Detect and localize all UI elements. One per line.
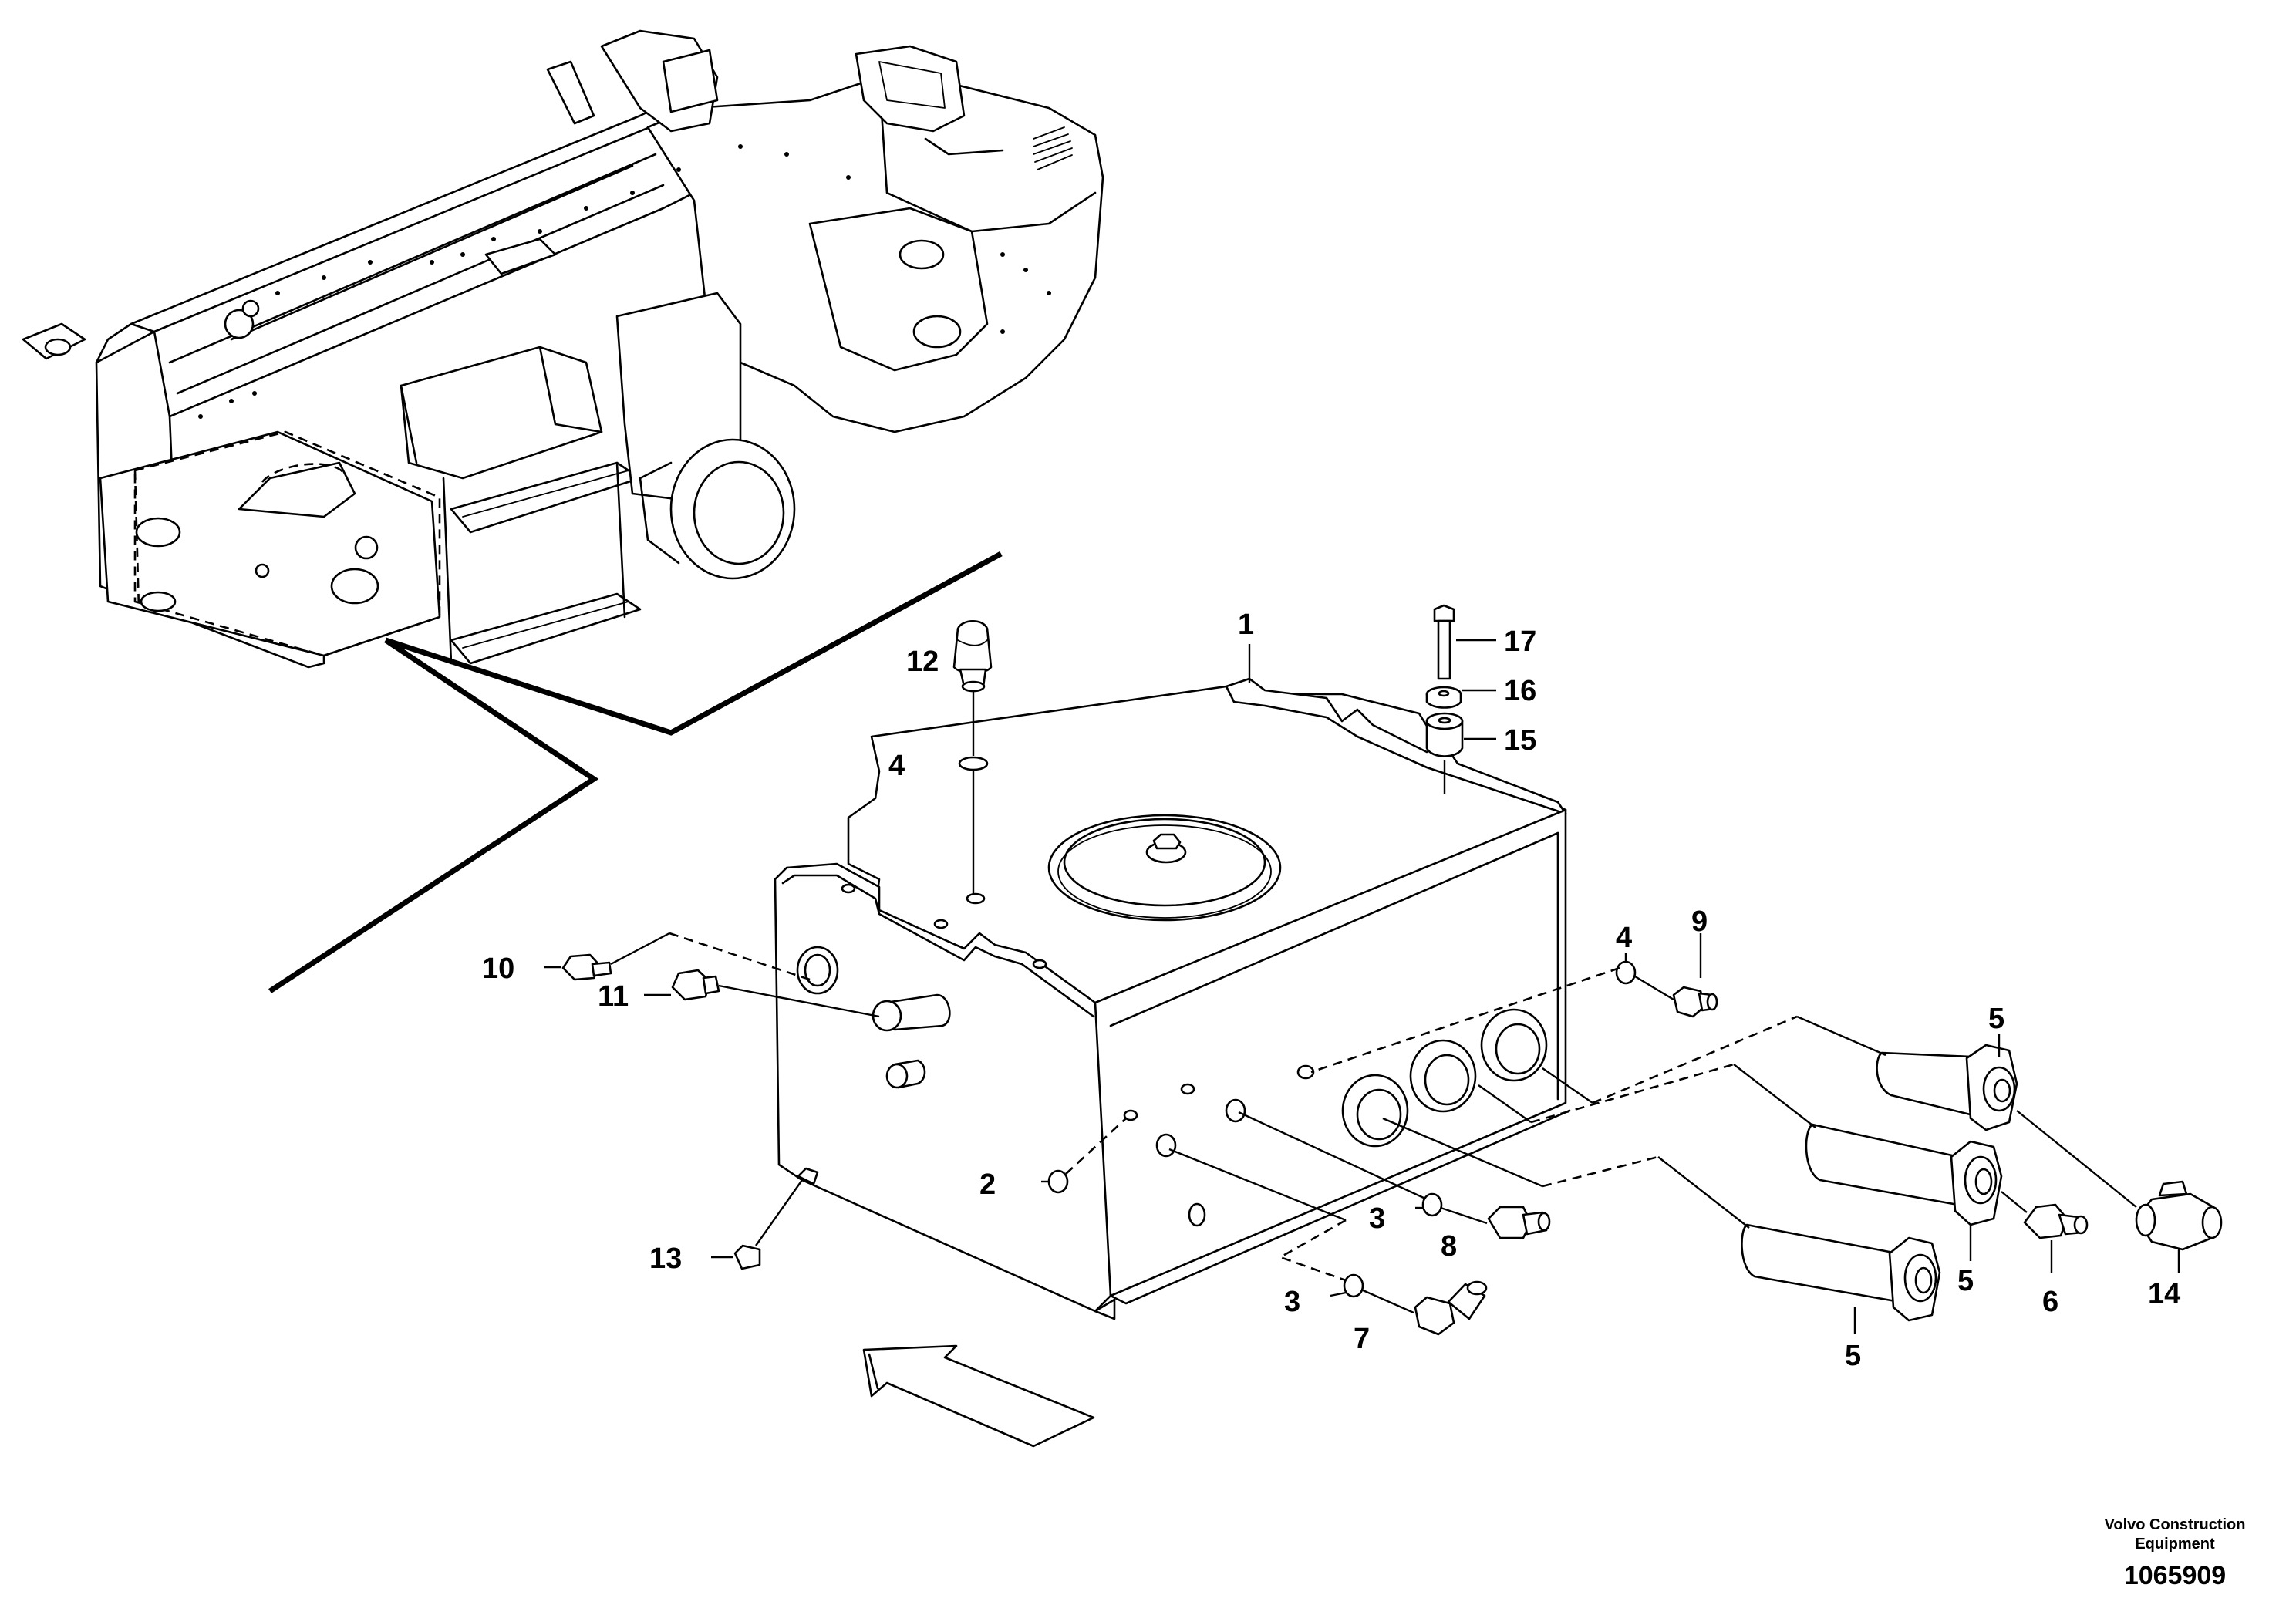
bolt-part-17 (1433, 604, 1455, 680)
plug-part-11 (671, 969, 720, 1001)
fitting-part-8 (1487, 1206, 1551, 1239)
strainer-part-5-lower (1741, 1223, 1941, 1322)
oring-part-3-lower (1343, 1273, 1364, 1298)
zoom-connector-lines (268, 551, 1003, 993)
brand-line-2: Equipment (2135, 1536, 2215, 1553)
callout-5a: 5 (1988, 1003, 2004, 1035)
drawing-number: 1065909 (2124, 1561, 2226, 1590)
machine-frame-illustration (22, 29, 1104, 669)
callout-2: 2 (979, 1168, 996, 1201)
callout-17: 17 (1504, 626, 1536, 658)
callout-8: 8 (1441, 1230, 1457, 1263)
callout-16: 16 (1504, 675, 1536, 707)
callout-1: 1 (1238, 609, 1254, 641)
callout-12: 12 (906, 646, 939, 678)
fitting-part-9 (1672, 986, 1718, 1018)
tee-part-14 (2135, 1180, 2223, 1251)
callout-4b: 4 (1616, 922, 1632, 954)
callout-labels: 1 2 3 3 4 4 5 5 5 6 7 8 9 10 11 12 13 14… (482, 609, 2180, 1372)
callout-13: 13 (649, 1243, 682, 1275)
sender-part-12 (952, 619, 993, 693)
callout-10: 10 (482, 953, 514, 985)
plug-part-10 (561, 953, 612, 981)
strainer-part-5-upper (1876, 1044, 2018, 1131)
washer-part-16 (1425, 686, 1462, 709)
callout-7: 7 (1354, 1323, 1370, 1355)
callout-6: 6 (2042, 1286, 2058, 1318)
callout-3b: 3 (1284, 1286, 1300, 1318)
callout-5b: 5 (1957, 1265, 1974, 1297)
screw-part-13 (733, 1244, 761, 1270)
brand-line-1: Volvo Construction (2105, 1516, 2246, 1533)
drawing-footer: Volvo Construction Equipment 1065909 (2105, 1516, 2246, 1590)
callout-9: 9 (1691, 905, 1708, 938)
oring-part-2 (1047, 1169, 1069, 1194)
fitting-part-6 (2023, 1203, 2089, 1239)
callout-14: 14 (2148, 1278, 2180, 1310)
elbow-part-7 (1414, 1280, 1488, 1336)
oring-part-4-top (958, 756, 989, 771)
callout-3a: 3 (1369, 1202, 1385, 1235)
oring-part-3-upper (1421, 1192, 1443, 1217)
oring-part-4-right (1615, 960, 1637, 985)
mount-part-15 (1425, 712, 1464, 757)
front-direction-arrow (862, 1344, 1095, 1448)
fuel-tank-assembly (774, 677, 1571, 1320)
callout-11: 11 (598, 980, 629, 1013)
strainer-part-5-middle (1805, 1123, 2003, 1226)
callout-15: 15 (1504, 724, 1536, 757)
callout-4a: 4 (888, 750, 905, 782)
callout-5c: 5 (1845, 1340, 1861, 1372)
